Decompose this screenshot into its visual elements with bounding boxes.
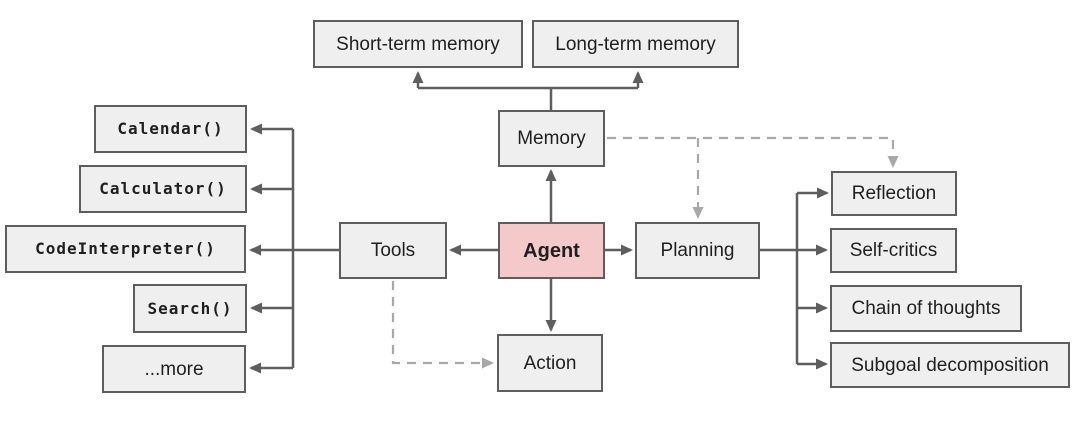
- edge-memory-to-term-memories: [412, 71, 644, 110]
- node-calendar-tool: Calendar(): [94, 105, 247, 153]
- node-long-term-memory: Long-term memory: [532, 20, 739, 68]
- edge-tools-fanout: [249, 123, 339, 374]
- node-reflection: Reflection: [831, 171, 957, 216]
- edge-memory-dashed: [607, 136, 899, 219]
- node-memory: Memory: [498, 110, 605, 167]
- node-action: Action: [497, 334, 603, 392]
- node-more-tools: ...more: [102, 345, 246, 393]
- node-self-critics: Self-critics: [830, 228, 957, 273]
- node-agent: Agent: [498, 222, 605, 279]
- node-chain-of-thoughts: Chain of thoughts: [830, 285, 1022, 332]
- node-calculator-tool: Calculator(): [79, 165, 247, 213]
- edge-tools-action-dashed: [391, 281, 494, 369]
- node-short-term-memory: Short-term memory: [313, 20, 523, 68]
- node-tools: Tools: [339, 222, 447, 279]
- node-code-interpreter-tool: CodeInterpreter(): [5, 225, 246, 273]
- node-search-tool: Search(): [133, 284, 247, 333]
- node-planning: Planning: [635, 222, 760, 279]
- edge-planning-fanout: [760, 187, 829, 370]
- node-subgoal-decomposition: Subgoal decomposition: [830, 342, 1070, 388]
